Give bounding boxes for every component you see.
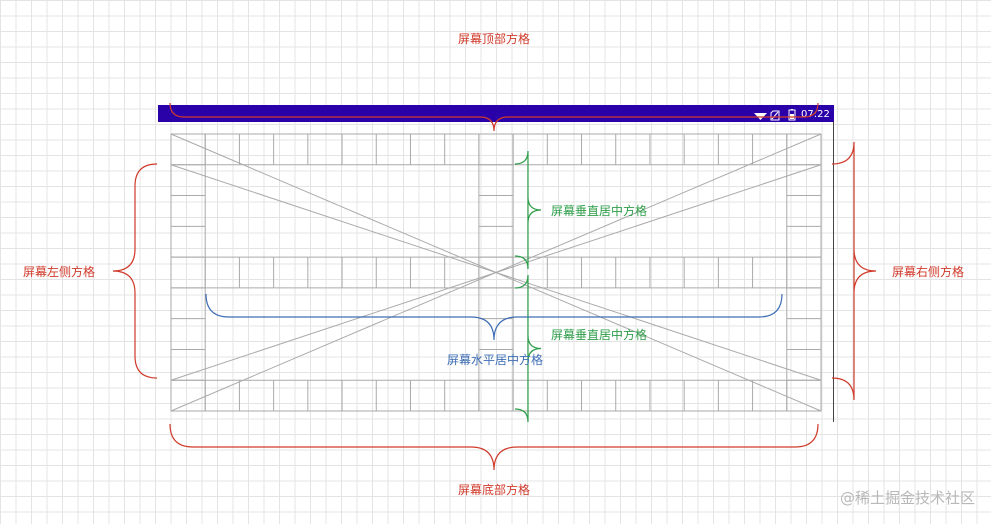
status-bar [158, 105, 834, 122]
brace-top [169, 102, 819, 132]
label-top-cells: 屏幕顶部方格 [458, 31, 530, 46]
brace-vcenter-lower [514, 274, 542, 423]
label-vcenter-lower: 屏幕垂直居中方格 [551, 327, 647, 342]
status-time: 07:22 [801, 109, 830, 120]
label-left-cells: 屏幕左侧方格 [23, 264, 95, 279]
label-vcenter-upper: 屏幕垂直居中方格 [551, 203, 647, 218]
diagonal-line [170, 164, 822, 381]
grid-border [170, 133, 822, 412]
brace-right [831, 141, 877, 401]
sim-icon [770, 110, 780, 121]
brace-vcenter-upper [514, 150, 542, 270]
label-hcenter: 屏幕水平居中方格 [447, 352, 543, 367]
brace-left [112, 163, 158, 379]
brace-hcenter [205, 293, 783, 341]
label-right-cells: 屏幕右侧方格 [892, 264, 964, 279]
label-bottom-cells: 屏幕底部方格 [458, 482, 530, 497]
brace-group [112, 102, 877, 471]
brace-bottom [169, 423, 819, 471]
watermark: @稀土掘金技术社区 [840, 489, 975, 507]
screen-grid [170, 133, 822, 412]
